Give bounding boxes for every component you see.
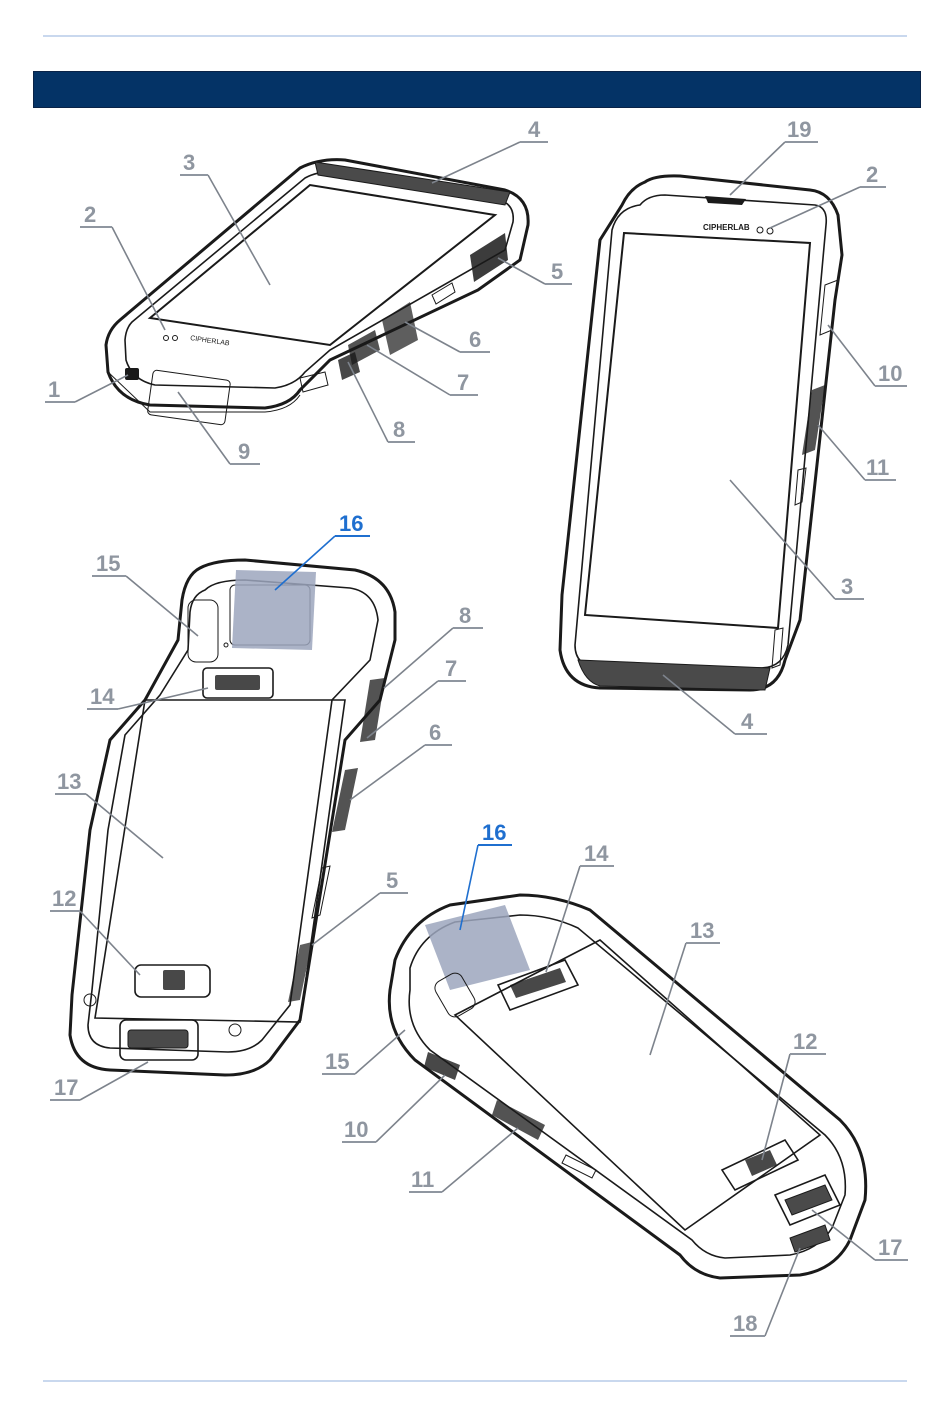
leader-line: [355, 1030, 405, 1074]
callout-back-right-11: 11: [409, 1128, 518, 1192]
callout-number: 6: [469, 327, 481, 352]
callout-number: 4: [741, 709, 754, 734]
callout-number: 5: [551, 259, 563, 284]
callout-number: 13: [57, 769, 81, 794]
callout-number: 8: [459, 603, 471, 628]
callout-number: 18: [733, 1311, 757, 1336]
callout-number: 15: [325, 1049, 349, 1074]
callout-number: 13: [690, 918, 714, 943]
callout-number: 8: [393, 417, 405, 442]
callout-number: 6: [429, 720, 441, 745]
callout-number: 12: [793, 1029, 817, 1054]
callout-number: 15: [96, 551, 120, 576]
callout-front-right-19: 19: [730, 117, 818, 195]
callout-front-right-10: 10: [828, 325, 907, 386]
callout-number: 1: [48, 377, 60, 402]
callout-number: 16: [339, 511, 363, 536]
callout-number: 16: [482, 820, 506, 845]
callout-number: 10: [878, 361, 902, 386]
callout-front-left-6: 6: [405, 322, 490, 352]
callout-number: 7: [457, 370, 469, 395]
callout-back-left-8: 8: [384, 603, 483, 688]
leader-line: [828, 325, 875, 386]
callout-number: 3: [841, 574, 853, 599]
callout-number: 7: [445, 656, 457, 681]
callout-number: 9: [238, 439, 250, 464]
callout-number: 11: [411, 1167, 434, 1192]
callout-number: 14: [584, 841, 609, 866]
leader-line: [350, 745, 425, 800]
callout-number: 2: [84, 202, 96, 227]
brand-logo-front-right: CIPHERLAB: [703, 223, 750, 232]
leader-line: [376, 1075, 445, 1142]
callout-number: 5: [386, 868, 398, 893]
leader-line: [818, 425, 865, 480]
callout-back-left-5: 5: [312, 868, 408, 945]
callout-back-right-15: 15: [322, 1030, 405, 1074]
callout-front-left-4: 4: [432, 117, 548, 183]
callout-back-right-10: 10: [342, 1075, 445, 1142]
leader-line: [367, 345, 450, 395]
callout-number: 3: [183, 150, 195, 175]
callout-number: 10: [344, 1117, 368, 1142]
front-right-view: CIPHERLAB: [560, 176, 842, 690]
leader-line: [442, 1128, 518, 1192]
callout-number: 14: [90, 684, 115, 709]
back-right-view: [389, 895, 865, 1278]
callout-number: 12: [52, 886, 76, 911]
callout-number: 17: [54, 1075, 78, 1100]
callout-number: 4: [528, 117, 541, 142]
callout-front-left-8: 8: [348, 362, 415, 442]
callout-number: 11: [866, 455, 889, 480]
callout-number: 17: [878, 1235, 902, 1260]
back-left-view: [70, 560, 395, 1075]
callout-number: 19: [787, 117, 811, 142]
leader-line: [312, 893, 380, 945]
leader-line: [432, 142, 520, 183]
callout-front-right-11: 11: [818, 425, 896, 480]
leader-line: [348, 362, 388, 442]
callout-number: 2: [866, 162, 878, 187]
